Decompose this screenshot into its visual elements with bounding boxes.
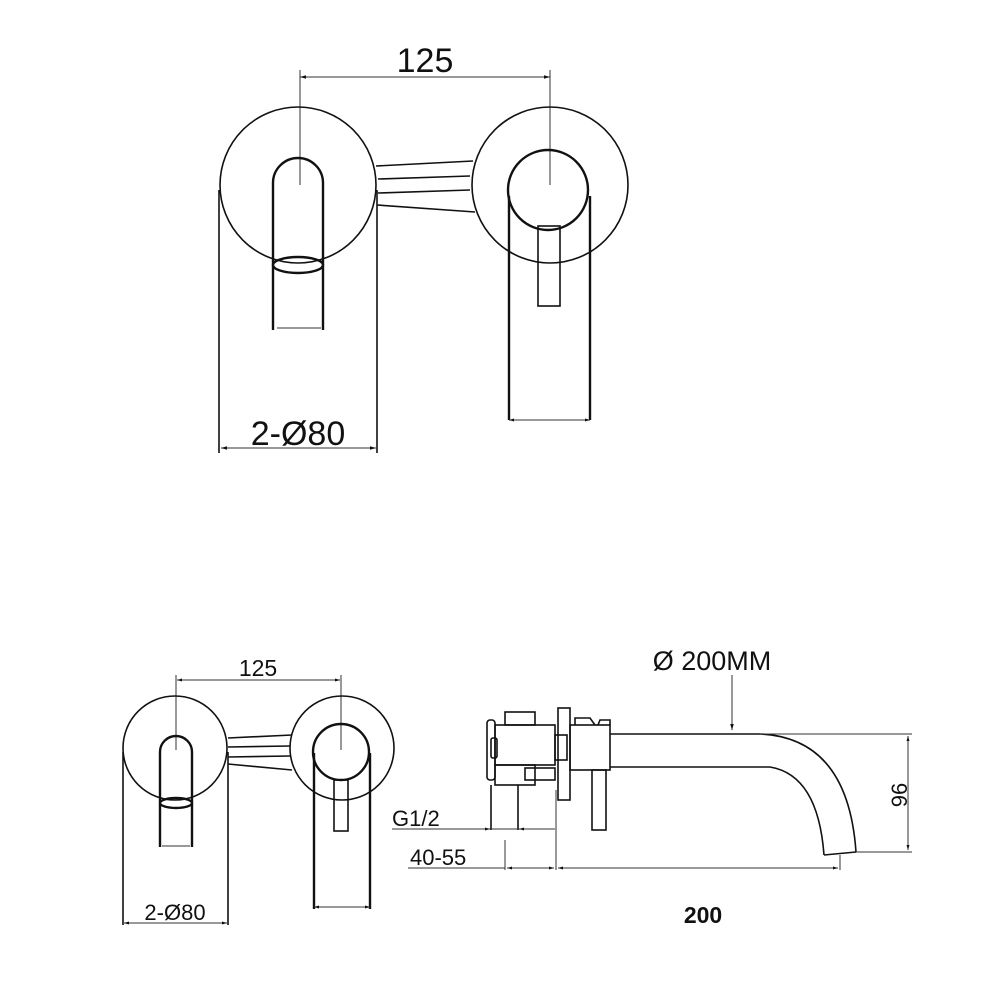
thread-size-label: G1/2 — [392, 806, 440, 831]
top-plate-diameter-label: 2-Ø80 — [251, 415, 346, 453]
top-centre-distance-label: 125 — [397, 42, 454, 80]
top-front-view: 125 2-Ø80 — [218, 42, 629, 453]
bottom-front-view: 125 2-Ø80 — [122, 655, 395, 925]
spout-length-label: 200 — [684, 902, 722, 928]
spout-height-label: 96 — [887, 783, 912, 807]
spout-diameter-note: Ø 200MM — [653, 646, 772, 676]
bottom-plate-diameter-label: 2-Ø80 — [144, 900, 205, 925]
left-wall-plate — [219, 106, 377, 264]
right-wall-plate — [471, 106, 629, 264]
side-view: Ø 200MM 96 G1/2 — [392, 646, 912, 928]
wall-depth-label: 40-55 — [410, 845, 466, 870]
bottom-centre-distance-label: 125 — [239, 655, 277, 681]
mixer-handle-knob — [506, 148, 590, 232]
